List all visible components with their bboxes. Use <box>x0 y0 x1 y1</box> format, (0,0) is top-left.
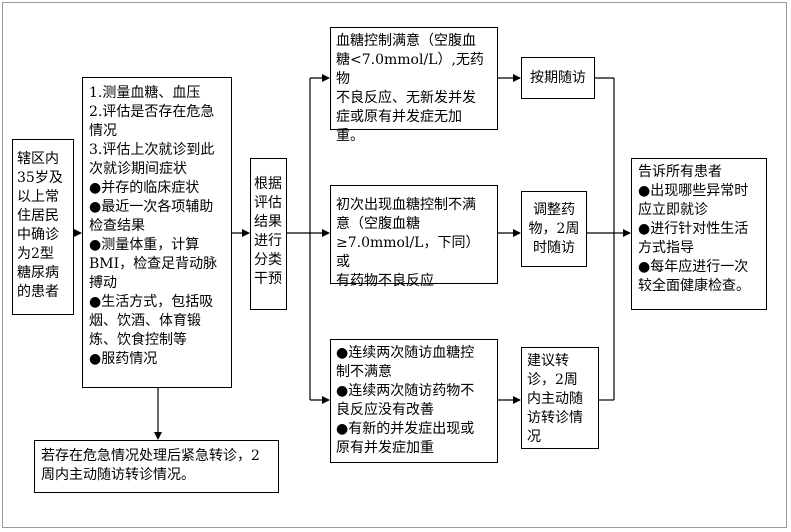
assessment-line: ●生活方式，包括吸 <box>89 294 214 310</box>
inform-line: 告诉所有患者 <box>638 164 722 180</box>
inform-line: 应立即就诊 <box>638 202 708 218</box>
condition-line: ●有新的并发症出现或 <box>336 421 475 437</box>
condition-consecutive-box: ●连续两次随访血糖控 制不满意 ●连续两次随访药物不 良反应没有改善 ●有新的并… <box>330 339 498 463</box>
assessment-line: BMI，检查足背动脉 <box>89 256 218 272</box>
inform-line: 方式指导 <box>638 240 694 256</box>
action-line: 物，2周 <box>528 221 580 237</box>
condition-line: 血糖控制满意（空腹血 <box>336 33 476 49</box>
classify-line: 分类 <box>254 252 282 268</box>
condition-line: 良反应没有改善 <box>336 402 434 418</box>
inform-line: ●出现哪些异常时 <box>638 183 749 199</box>
target-line: 糖尿病 <box>17 265 59 281</box>
condition-line: 症或原有并发症无加 <box>336 109 462 125</box>
action-adjust-medication-box: 调整药 物，2周 时随访 <box>521 191 587 267</box>
action-line: 调整药 <box>533 202 575 218</box>
emergency-line: 周内主动随访转诊情况。 <box>41 467 195 483</box>
assessment-line: 2.评估是否存在危急 <box>89 104 215 120</box>
classify-line: 结果 <box>254 214 282 230</box>
assessment-line: ●服药情况 <box>89 351 158 367</box>
inform-line: ●每年应进行一次 <box>638 259 749 275</box>
condition-line: 重。 <box>336 128 364 144</box>
action-line: 况 <box>527 429 541 445</box>
target-line: 以上常 <box>17 189 59 205</box>
action-label: 按期随访 <box>530 69 586 86</box>
assessment-line: ●测量体重，计算 <box>89 237 200 253</box>
condition-line: 原有并发症加重 <box>336 440 434 456</box>
condition-controlled-box: 血糖控制满意（空腹血 糖<7.0mmol/L）,无药物 不良反应、无新发并发 症… <box>330 27 498 144</box>
target-line: 为2型 <box>17 246 54 262</box>
action-line: 内主动随 <box>527 391 583 407</box>
classify-line: 根据 <box>254 176 282 192</box>
assessment-line: 情况 <box>89 123 117 139</box>
action-regular-followup-box: 按期随访 <box>521 57 595 99</box>
assessment-line: 炼、饮食控制等 <box>89 332 187 348</box>
assessment-line: 次就诊期间症状 <box>89 161 187 177</box>
condition-line: 制不满意 <box>336 364 392 380</box>
assessment-line: 检查结果 <box>89 218 145 234</box>
condition-line: 有药物不良反应 <box>336 273 434 289</box>
assessment-line: ●最近一次各项辅助 <box>89 199 214 215</box>
assessment-line: 1.测量血糖、血压 <box>89 85 201 101</box>
target-line: 中确诊 <box>17 227 59 243</box>
classify-line: 评估 <box>254 195 282 211</box>
action-referral-box: 建议转 诊，2周 内主动随 访转诊情 况 <box>521 347 599 449</box>
condition-line: ●连续两次随访药物不 <box>336 383 475 399</box>
assessment-line: 烟、饮酒、体育锻 <box>89 313 201 329</box>
condition-line: ●连续两次随访血糖控 <box>336 345 475 361</box>
assessment-line: 搏动 <box>89 275 117 291</box>
action-line: 访转诊情 <box>527 410 583 426</box>
assessment-line: 3.评估上次就诊到此 <box>89 142 215 158</box>
classify-intervention-box: 根据 评估 结果 进行 分类 干预 <box>250 158 287 310</box>
condition-line: 初次出现血糖控制不满 <box>336 197 476 213</box>
inform-all-patients-box: 告诉所有患者 ●出现哪些异常时 应立即就诊 ●进行针对性生活 方式指导 ●每年应… <box>631 158 767 310</box>
target-line: 辖区内 <box>17 151 59 167</box>
target-line: 的患者 <box>17 284 59 300</box>
condition-line: 意（空腹血糖 <box>336 216 420 232</box>
condition-line: 不良反应、无新发并发 <box>336 90 476 106</box>
inform-line: 较全面健康检查。 <box>638 278 750 294</box>
condition-line: ≥7.0mmol/L，下同）或 <box>336 235 480 270</box>
classify-line: 干预 <box>254 271 282 287</box>
action-line: 诊，2周 <box>527 372 578 388</box>
emergency-referral-box: 若存在危急情况处理后紧急转诊，2 周内主动随访转诊情况。 <box>34 440 279 493</box>
condition-first-uncontrolled-box: 初次出现血糖控制不满 意（空腹血糖 ≥7.0mmol/L，下同）或 有药物不良反… <box>330 185 498 289</box>
action-line: 建议转 <box>527 353 569 369</box>
assessment-box: 1.测量血糖、血压 2.评估是否存在危急 情况 3.评估上次就诊到此 次就诊期间… <box>82 77 232 388</box>
classify-line: 进行 <box>254 233 282 249</box>
target-line: 35岁及 <box>17 170 63 186</box>
action-line: 时随访 <box>533 240 575 256</box>
target-population-box: 辖区内 35岁及 以上常 住居民 中确诊 为2型 糖尿病 的患者 <box>12 139 74 315</box>
condition-line: 糖<7.0mmol/L）,无药物 <box>336 52 484 87</box>
assessment-line: ●并存的临床症状 <box>89 180 200 196</box>
target-line: 住居民 <box>17 208 59 224</box>
inform-line: ●进行针对性生活 <box>638 221 749 237</box>
emergency-line: 若存在危急情况处理后紧急转诊，2 <box>41 448 260 464</box>
